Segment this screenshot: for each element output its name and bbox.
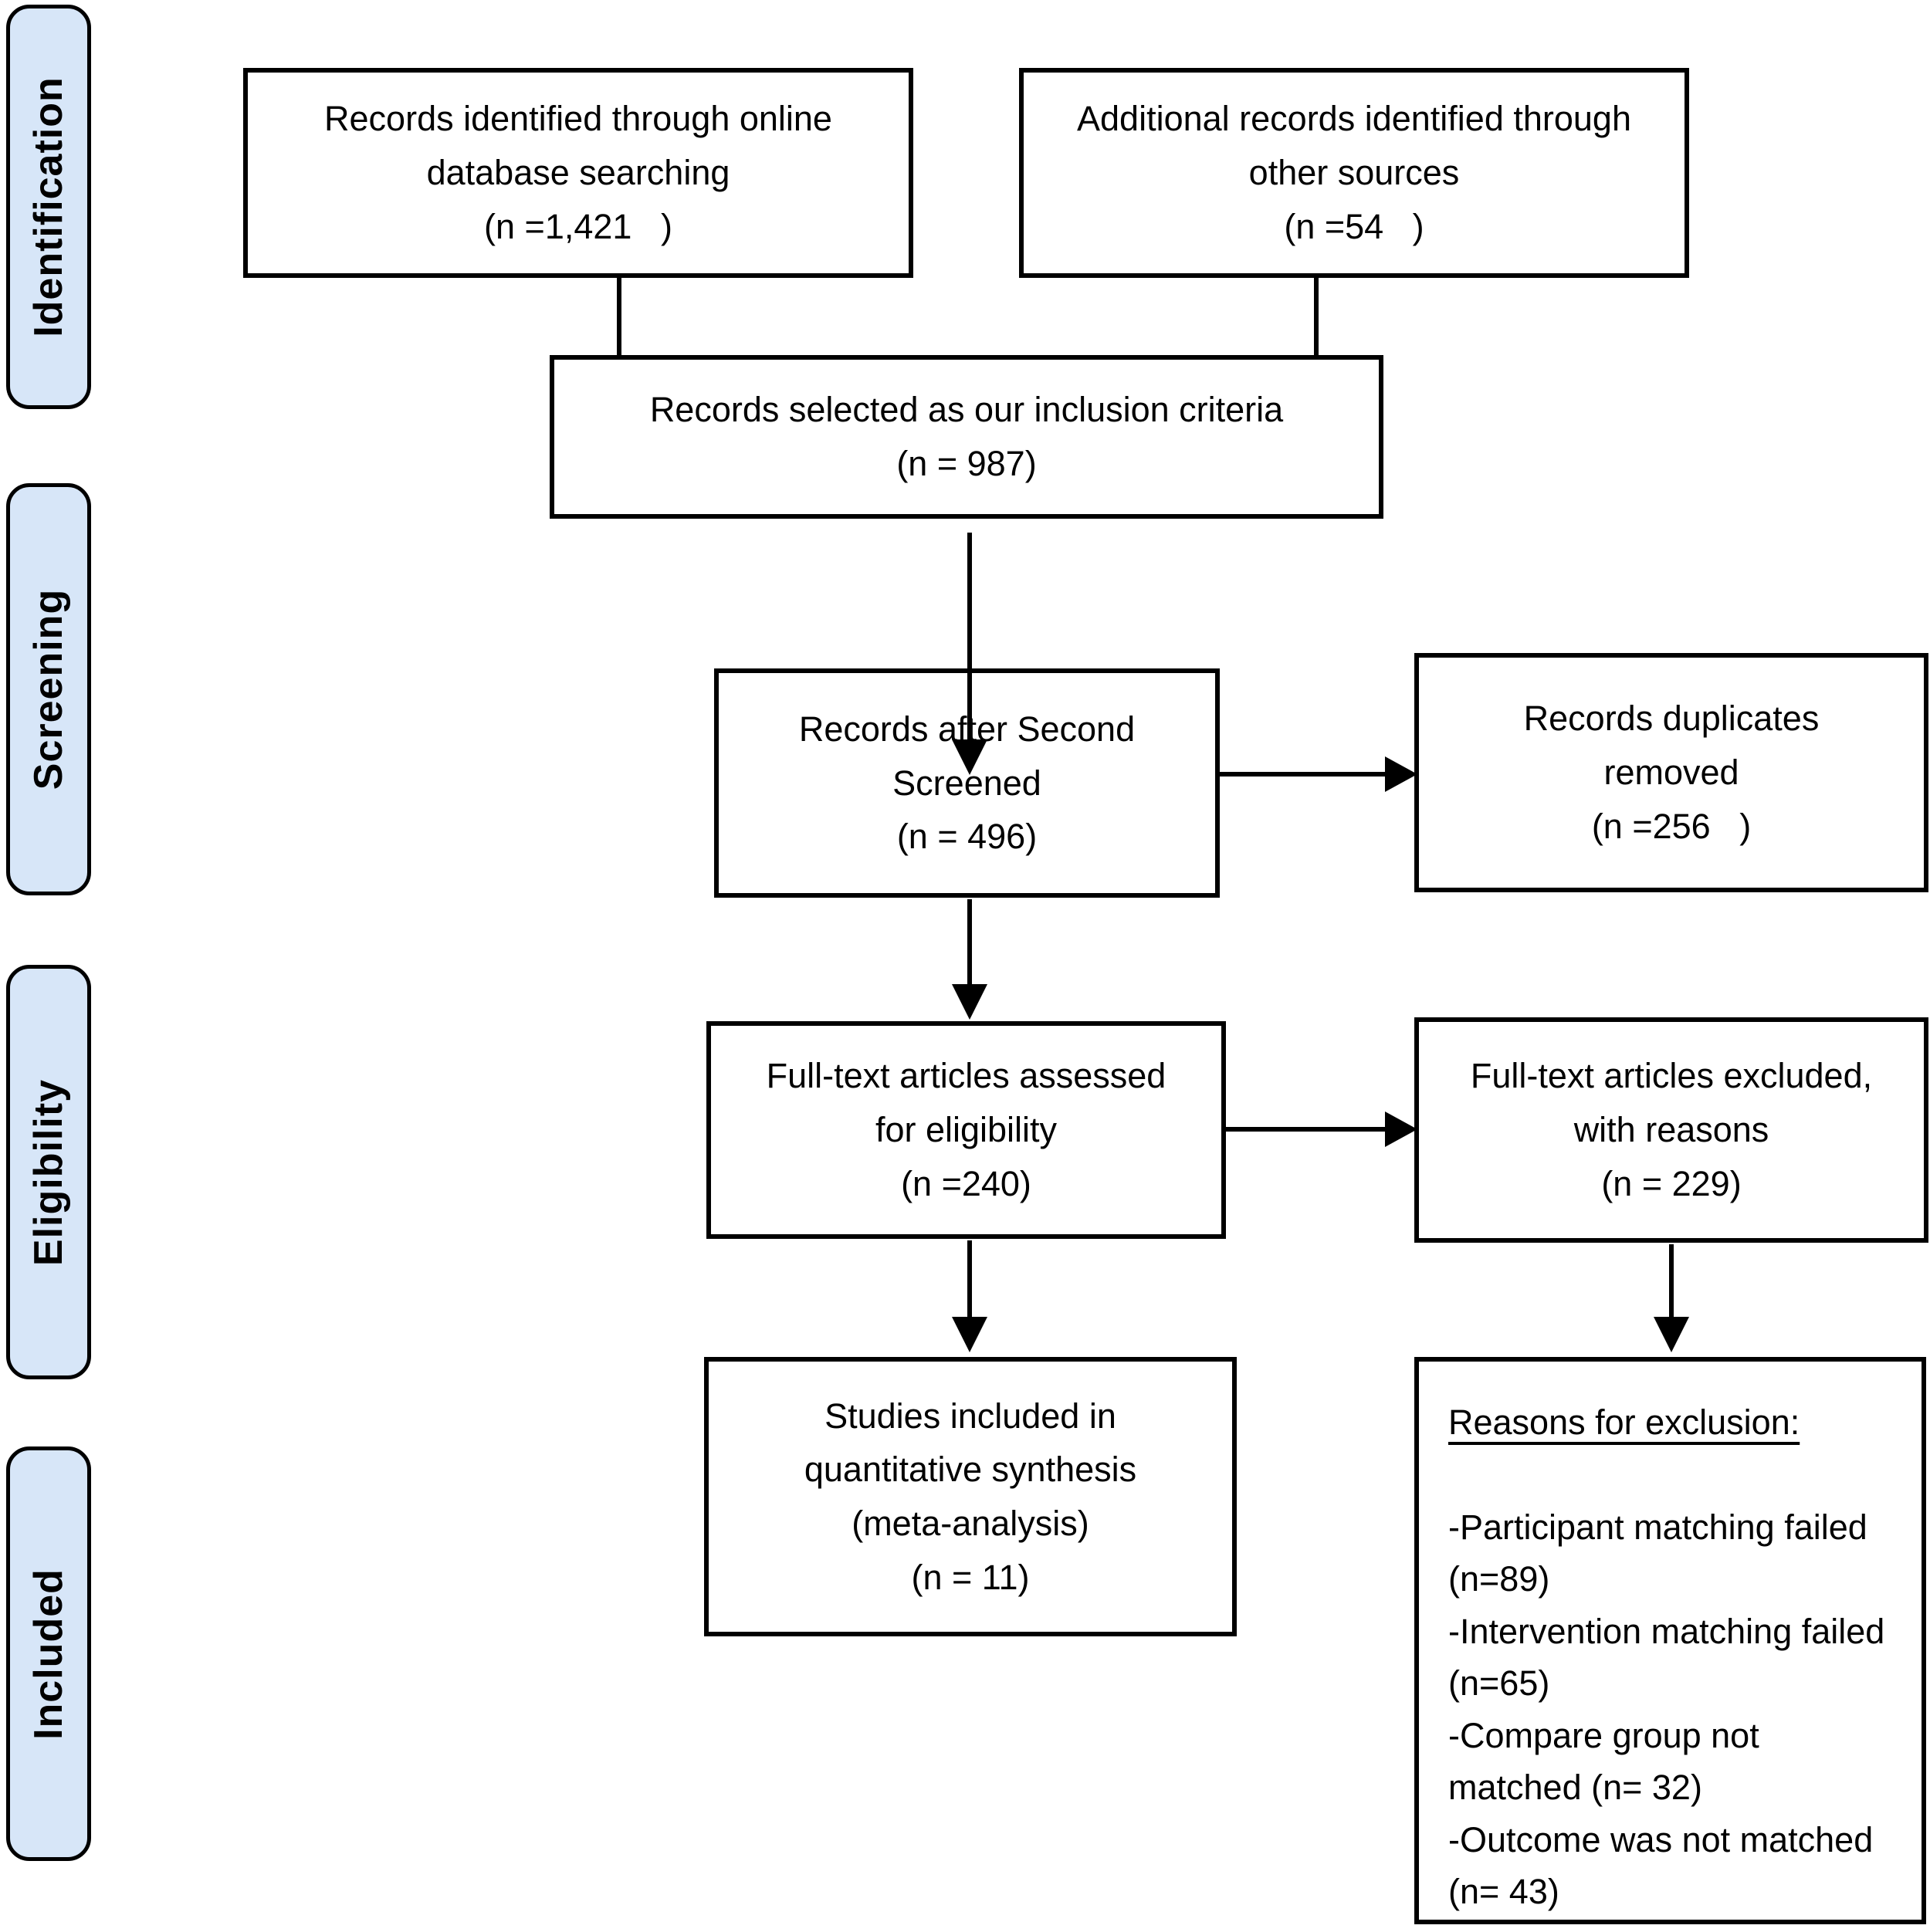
arrowhead-down-icon bbox=[952, 984, 987, 1020]
connector-fulltext-to-studies bbox=[967, 1240, 972, 1319]
connector-fulltext-to-excluded bbox=[1224, 1127, 1387, 1132]
reason-item-outcome: -Outcome was not matched (n= 43) bbox=[1448, 1819, 1874, 1912]
phase-label-included: Included bbox=[6, 1446, 91, 1861]
connector-additional-to-selected bbox=[1314, 276, 1319, 357]
box-records-screened-count: (n = 496) bbox=[896, 817, 1038, 857]
box-reasons-for-exclusion: Reasons for exclusion: -Participant matc… bbox=[1414, 1357, 1926, 1924]
box-records-screened: Records after Second Screened (n = 496) bbox=[714, 668, 1220, 898]
box-fulltext-assessed-count: (n =240) bbox=[901, 1163, 1031, 1203]
box-duplicates-removed-count: (n =256 ) bbox=[1591, 806, 1752, 846]
box-fulltext-assessed-line2: for eligibility bbox=[875, 1110, 1058, 1150]
phase-label-eligibility-text: Eligibility bbox=[26, 1078, 72, 1266]
connector-identified-to-selected bbox=[617, 276, 621, 357]
phase-label-eligibility: Eligibility bbox=[6, 965, 91, 1379]
box-records-identified: Records identified through online databa… bbox=[243, 68, 913, 278]
box-records-identified-count: (n =1,421 ) bbox=[484, 206, 672, 246]
box-studies-included-line1: Studies included in bbox=[824, 1396, 1116, 1436]
box-records-selected-line1: Records selected as our inclusion criter… bbox=[649, 390, 1284, 430]
phase-label-identification: Identification bbox=[6, 5, 91, 409]
box-studies-included-line3: (meta-analysis) bbox=[852, 1504, 1089, 1543]
box-duplicates-removed-line2: removed bbox=[1603, 753, 1739, 793]
box-duplicates-removed: Records duplicates removed (n =256 ) bbox=[1414, 653, 1928, 892]
arrowhead-right-icon bbox=[1385, 756, 1417, 792]
connector-excluded-to-reasons bbox=[1669, 1244, 1674, 1319]
box-records-selected-count: (n = 987) bbox=[896, 444, 1037, 483]
box-duplicates-removed-line1: Records duplicates bbox=[1523, 699, 1820, 739]
box-additional-records: Additional records identified through ot… bbox=[1019, 68, 1689, 278]
connector-screened-to-duplicates bbox=[1218, 772, 1387, 777]
box-fulltext-excluded: Full-text articles excluded, with reason… bbox=[1414, 1017, 1928, 1243]
arrowhead-right-icon bbox=[1385, 1111, 1417, 1147]
reasons-list: -Participant matching failed (n=89) -Int… bbox=[1448, 1501, 1898, 1918]
phase-label-screening-text: Screening bbox=[26, 588, 72, 790]
phase-label-included-text: Included bbox=[26, 1568, 72, 1740]
arrowhead-down-icon bbox=[952, 1317, 987, 1352]
connector-selected-to-screened bbox=[967, 533, 972, 741]
box-records-selected: Records selected as our inclusion criter… bbox=[550, 355, 1383, 519]
box-additional-records-line2: other sources bbox=[1248, 153, 1460, 193]
box-studies-included-count: (n = 11) bbox=[911, 1557, 1030, 1597]
arrowhead-down-icon bbox=[952, 739, 987, 775]
reason-item-compare-group: -Compare group not matched (n= 32) bbox=[1448, 1715, 1759, 1808]
box-studies-included: Studies included in quantitative synthes… bbox=[704, 1357, 1237, 1636]
reasons-title: Reasons for exclusion: bbox=[1448, 1402, 1800, 1442]
phase-label-screening: Screening bbox=[6, 483, 91, 895]
box-fulltext-excluded-line2: with reasons bbox=[1573, 1110, 1769, 1150]
reason-item-participant: -Participant matching failed (n=89) bbox=[1448, 1507, 1867, 1599]
phase-label-identification-text: Identification bbox=[26, 76, 71, 337]
reason-item-intervention: -Intervention matching failed (n=65) bbox=[1448, 1611, 1885, 1704]
box-studies-included-line2: quantitative synthesis bbox=[804, 1450, 1137, 1490]
box-fulltext-excluded-count: (n = 229) bbox=[1601, 1163, 1742, 1203]
box-records-identified-line1: Records identified through online bbox=[324, 99, 832, 139]
box-fulltext-assessed-line1: Full-text articles assessed bbox=[766, 1056, 1166, 1096]
connector-screened-to-fulltext bbox=[967, 899, 972, 986]
box-additional-records-line1: Additional records identified through bbox=[1077, 99, 1631, 139]
box-fulltext-excluded-line1: Full-text articles excluded, bbox=[1470, 1056, 1873, 1096]
box-additional-records-count: (n =54 ) bbox=[1284, 206, 1424, 246]
arrowhead-down-icon bbox=[1654, 1317, 1689, 1352]
box-records-identified-line2: database searching bbox=[426, 153, 730, 193]
box-fulltext-assessed: Full-text articles assessed for eligibil… bbox=[706, 1021, 1226, 1239]
